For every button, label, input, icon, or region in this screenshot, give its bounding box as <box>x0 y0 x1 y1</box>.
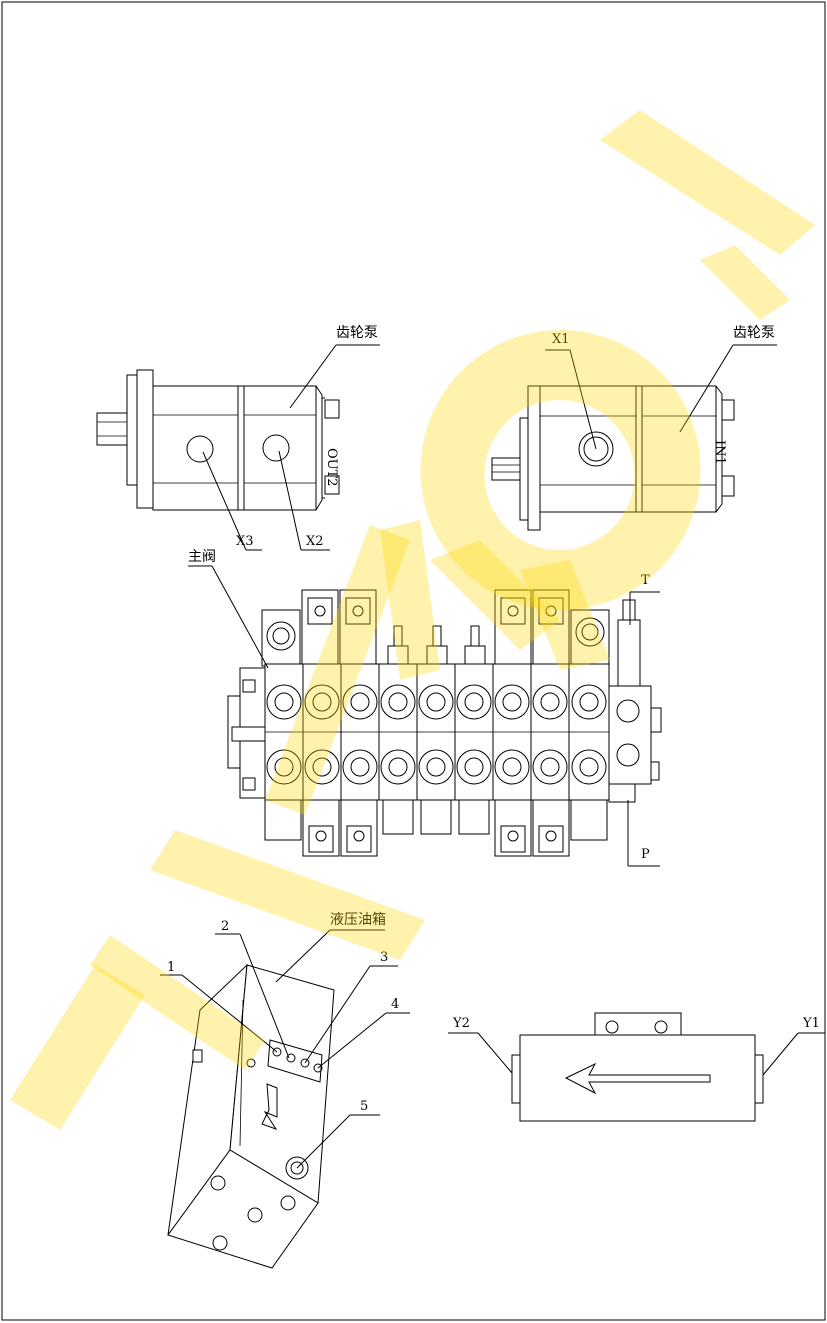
callout-3: 3 <box>380 950 388 965</box>
x3-label: X3 <box>236 534 254 549</box>
callout-5: 5 <box>360 1099 368 1114</box>
gear-pump-right-label: 齿轮泵 <box>733 325 775 341</box>
hydraulic-tank <box>167 963 335 1269</box>
callout-4: 4 <box>391 997 399 1012</box>
main-valve-leaders <box>188 565 660 867</box>
tank-leaders <box>160 929 410 1169</box>
solenoid-leaders <box>448 1032 825 1076</box>
hydraulic-tank-label: 液压油箱 <box>330 912 386 928</box>
gear-pump-left-label: 齿轮泵 <box>336 325 378 341</box>
callout-1: 1 <box>167 960 175 975</box>
main-valve <box>227 589 662 857</box>
y1-label: Y1 <box>802 1016 820 1031</box>
y2-label: Y2 <box>452 1016 470 1031</box>
gear-pump-left: OUT2 <box>96 369 340 511</box>
t-port-label: T <box>641 573 650 588</box>
pump-left-end-mark: OUT2 <box>324 448 339 487</box>
callout-2: 2 <box>221 919 229 934</box>
pump-leaders <box>202 344 777 551</box>
x2-label: X2 <box>306 534 324 549</box>
pump-right-end-mark: IN1 <box>712 440 727 465</box>
x1-label: X1 <box>552 332 570 347</box>
p-port-label: P <box>641 847 650 862</box>
main-valve-label: 主阀 <box>188 549 216 565</box>
solenoid-block <box>511 1012 764 1122</box>
tayon-watermark <box>10 110 815 1130</box>
